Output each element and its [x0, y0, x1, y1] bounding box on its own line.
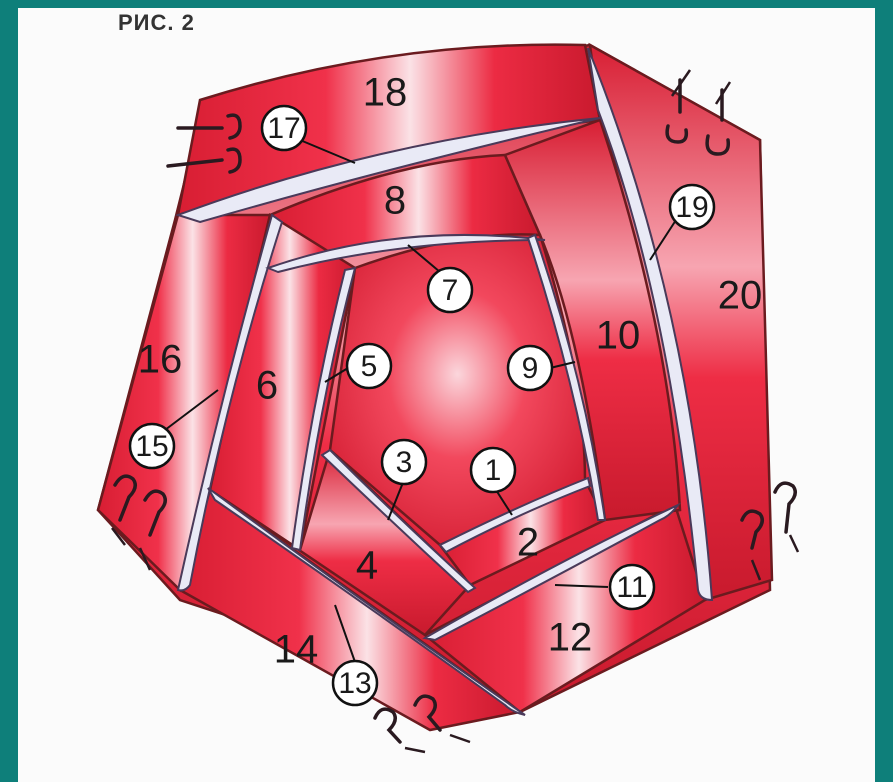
circled-label-3: 3: [382, 440, 426, 484]
strip-label-18: 18: [363, 71, 408, 115]
svg-text:17: 17: [267, 112, 300, 145]
circled-label-11: 11: [610, 565, 654, 609]
circled-label-19: 19: [670, 185, 714, 229]
svg-text:9: 9: [522, 352, 539, 385]
svg-text:11: 11: [616, 571, 647, 604]
circled-label-17: 17: [262, 106, 306, 150]
strip-label-2: 2: [517, 521, 539, 565]
stitch-mark: [790, 535, 798, 552]
circled-label-7: 7: [428, 268, 472, 312]
svg-text:7: 7: [442, 274, 459, 307]
strip-label-6: 6: [256, 364, 278, 408]
circled-label-9: 9: [508, 346, 552, 390]
strip-label-20: 20: [718, 274, 763, 318]
strip-label-16: 16: [138, 338, 183, 382]
svg-text:15: 15: [135, 430, 168, 463]
pin-icon: [775, 483, 795, 532]
strip-label-12: 12: [548, 616, 593, 660]
svg-text:3: 3: [396, 446, 413, 479]
strip-label-14: 14: [274, 628, 319, 672]
strip-label-8: 8: [384, 179, 406, 223]
circled-label-1: 1: [471, 448, 515, 492]
stitch-mark: [450, 735, 470, 742]
stitch-mark: [405, 748, 425, 752]
pin-icon: [375, 709, 400, 742]
svg-text:19: 19: [675, 191, 708, 224]
svg-text:13: 13: [338, 667, 371, 700]
circled-label-15: 15: [130, 424, 174, 468]
strip-label-10: 10: [596, 314, 641, 358]
circled-label-13: 13: [333, 661, 377, 705]
circled-label-5: 5: [347, 344, 391, 388]
svg-text:1: 1: [485, 454, 502, 487]
svg-text:5: 5: [361, 350, 378, 383]
strip-label-4: 4: [356, 544, 378, 588]
